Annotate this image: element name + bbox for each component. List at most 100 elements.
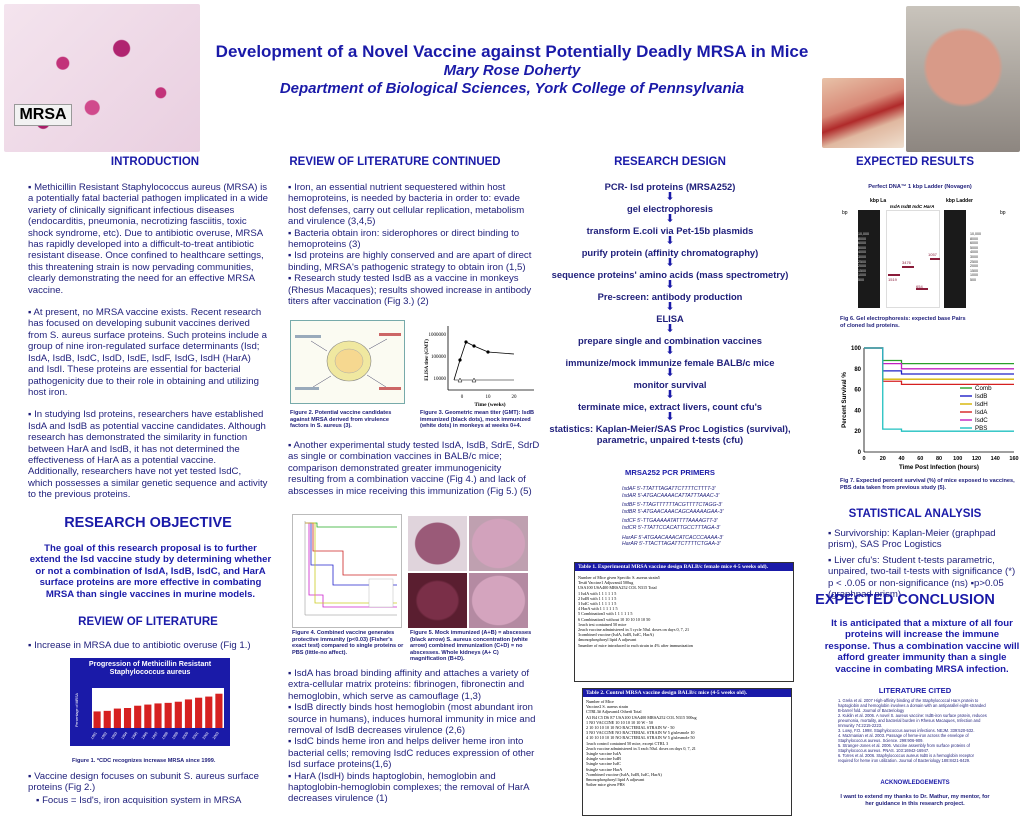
review-continued-top: ▪ Iron, an essential nutrient sequestere… <box>288 182 538 307</box>
flow-step-11: terminate mice, extract livers, count cf… <box>577 401 763 412</box>
flow-arrow-icon: ⬇ <box>665 367 675 379</box>
gel-ladder-left <box>858 210 880 308</box>
fig7-legend-label: Comb <box>975 385 992 392</box>
stats-heading: STATISTICAL ANALYSIS <box>848 508 982 520</box>
review-heading: REVIEW OF LITERATURE <box>78 616 218 628</box>
fig3-plot-svg: 1000000 100000 10000 0 10 20 Time (weeks… <box>425 326 534 408</box>
flow-arrow-icon: ⬇ <box>665 345 675 357</box>
table-row: 9other mice given PBS <box>586 782 625 788</box>
fig5-histology-panels <box>408 516 528 628</box>
design-heading: RESEARCH DESIGN <box>614 156 726 168</box>
fig1-xtick-label: 1992 <box>100 731 108 740</box>
table-row: 1each control contained 50 mice, except … <box>586 740 669 746</box>
fig1-bar <box>123 708 132 728</box>
gel-size-label: 10,000 <box>858 232 869 236</box>
flow-arrow-icon: ⬇ <box>665 323 675 335</box>
table-row: 2 IsdB with 1 1 1 1 1 5 <box>578 595 617 601</box>
gel-kbp-left: kbp La <box>870 198 887 204</box>
flow-step-3: transform E.coli via Pet-15b plasmids <box>586 225 754 236</box>
fig5-panel-a <box>408 516 467 571</box>
fig7-xtick-label: 120 <box>972 456 981 462</box>
review-paragraph-1: ▪ Iron, an essential nutrient sequestere… <box>288 182 525 228</box>
gel-lane-labels: IsdA IsdB IsdC HarA <box>890 204 935 209</box>
fig7-series-line <box>864 347 1014 370</box>
fig1-xtick-label: 2000 <box>181 731 189 740</box>
gel-size-label: 10,000 <box>970 232 981 236</box>
primers-heading: MRSA252 PCR PRIMERS <box>625 468 715 477</box>
fig1-bar <box>134 705 142 728</box>
fig5-panel-d <box>469 573 528 628</box>
fig1-xtick-label: 1996 <box>141 731 149 740</box>
table-row: 4 HarA with 1 1 1 1 1 5 <box>578 606 618 612</box>
gel-kbp-right: kbp Ladder <box>946 198 973 204</box>
review-paragraph-4: ▪ Research study tested IsdB as a vaccin… <box>288 273 532 308</box>
gel-size-label: 2500 <box>858 259 866 264</box>
fig7-xlabel: Time Post Infection (hours) <box>899 464 979 471</box>
fig1-bar <box>174 701 182 728</box>
table-row: 4 10 10 10 10 10 NO BACTERIAL STRAIN W 5… <box>586 735 695 741</box>
review-paragraph-2: ▪ Bacteria obtain iron: siderophores or … <box>288 227 520 251</box>
flow-step-8: prepare single and combination vaccines <box>578 335 762 346</box>
table-row: Number of Mice <box>586 699 614 704</box>
literature-item: 3. Lowy, F.D. 1998. Staphylococcus aureu… <box>838 728 975 733</box>
table-row: Number of Mice given Specific S. aureus … <box>578 575 660 580</box>
fig1-bar <box>184 699 193 728</box>
flow-step-2: gel electrophoresis <box>627 203 713 214</box>
fig7-legend-label: IsdA <box>975 409 988 416</box>
conclusion-heading: EXPECTED CONCLUSION <box>815 592 995 608</box>
conclusion-text: It is anticipated that a mixture of all … <box>824 618 1020 675</box>
fig1-ylabel: Percentage of MRSA <box>75 693 79 727</box>
fig7-ytick-label: 60 <box>854 388 861 394</box>
gel-size-label: 1500 <box>970 268 978 273</box>
gel-band-label-1: 1519 <box>888 277 897 282</box>
flow-step-12: statistics: Kaplan-Meier/SAS Proc Logist… <box>549 423 791 445</box>
primer-line: IsdCF 5'-TTGAAAAATATTTTAAAAGTT-3' <box>622 518 718 525</box>
table-row: A3 B4 C5 D6 E7 USA100 USA400 MRSA252 COL… <box>586 714 697 720</box>
stats-item-2: ▪ Liver cfu's: Student t-tests parametri… <box>828 554 1016 601</box>
flow-step-4: purify protein (affinity chromatography) <box>581 247 759 258</box>
objective-heading: RESEARCH OBJECTIVE <box>64 515 232 531</box>
intro-paragraph-1: ▪ Methicillin Resistant Staphylococcus a… <box>28 182 268 296</box>
infant-infection-photo <box>906 6 1020 152</box>
fig3-xlabel: Time (weeks) <box>474 401 505 408</box>
design-flow: PCR- Isd proteins (MRSA252)⬇gel electrop… <box>540 181 800 445</box>
fig3-xtick-2: 10 <box>486 395 492 400</box>
flow-step-10: monitor survival <box>633 379 707 390</box>
fig4-chart-svg <box>304 521 397 616</box>
wound-photo <box>822 78 904 148</box>
table-2: Table 2. Control MRSA vaccine design BAL… <box>582 688 792 816</box>
table-1-title: Table 1. Experimental MRSA vaccine desig… <box>575 563 793 571</box>
flow-arrow-icon: ⬇ <box>665 279 675 291</box>
fig7-xtick-label: 20 <box>880 456 886 462</box>
literature-item: 5. Stranger-Jones et al. 2006. Vaccine a… <box>838 743 970 753</box>
gel-size-label: 8000 <box>970 236 978 241</box>
fig1-chart-panel: Progression of Methicillin Resistant Sta… <box>70 658 230 746</box>
gel-band-label-2: 3476 <box>902 260 911 265</box>
flow-step-9: immunize/mock immunize female BALB/c mic… <box>565 357 775 368</box>
literature-list: 1. Grela et al. 2007 High-affinity bindi… <box>838 698 988 763</box>
fig1-xtick-label: 1995 <box>131 731 139 740</box>
fig1-xtick-label: 1999 <box>171 731 179 740</box>
flow-arrow-icon: ⬇ <box>665 235 675 247</box>
fig1-chart-title: Progression of Methicillin Resistant Sta… <box>88 659 212 676</box>
gel-band-label-3: 654 <box>916 284 923 289</box>
objective-text: The goal of this research proposal is to… <box>29 543 272 600</box>
fig2-caption: Figure 2. Potential vaccine candidates a… <box>290 410 392 430</box>
gel-image: kbp La kbp Ladder IsdA IsdB IsdC HarA bp… <box>840 194 1008 312</box>
table-row: 5 Combination3 with 1 1 1 1 1 5 <box>578 611 633 617</box>
primer-line: IsdAF 5'-TTATTTAGATTCTTTTCTTTT-3' <box>622 486 716 492</box>
fig1-bar <box>113 708 121 728</box>
fig7-xtick-label: 40 <box>898 456 904 462</box>
fig7-ytick-label: 40 <box>854 408 861 414</box>
fig1-xtick-label: 1997 <box>151 731 159 740</box>
table-row: 6 Combination3 without 10 10 10 10 10 50 <box>578 616 651 622</box>
intro-paragraph-3: ▪ In studying Isd proteins, researchers … <box>28 409 268 501</box>
fig1-xtick-label: 1993 <box>110 731 118 740</box>
gel-size-label: 5000 <box>858 245 866 250</box>
fig1-bar <box>144 704 152 728</box>
fig7-xtick-label: 100 <box>953 456 962 462</box>
fig7-legend-label: IsdH <box>975 401 988 408</box>
